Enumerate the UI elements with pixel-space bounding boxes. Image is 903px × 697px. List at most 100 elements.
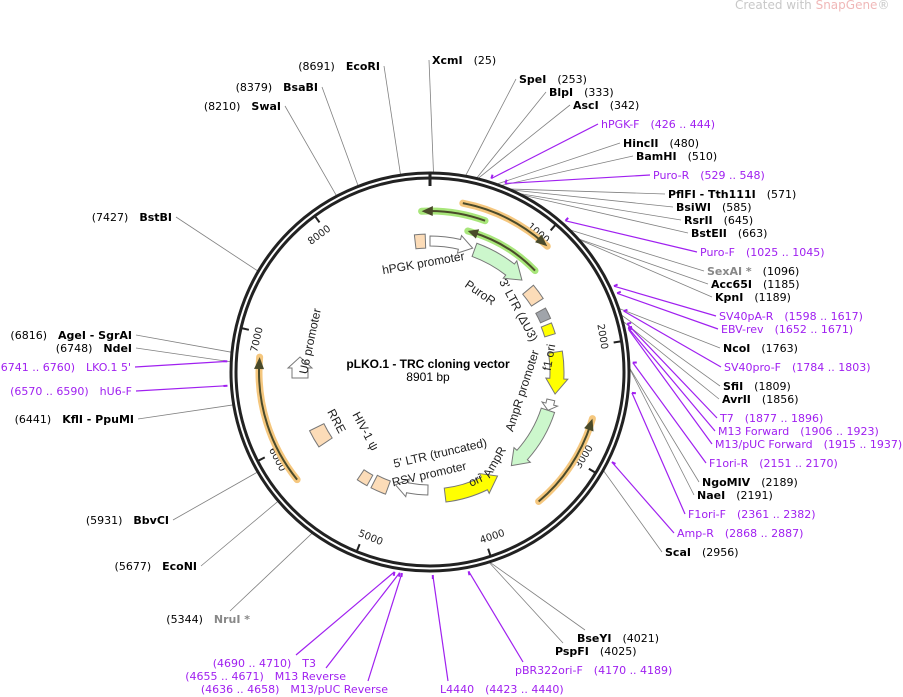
primer-label[interactable]: Puro-F (1025 .. 1045) bbox=[700, 246, 825, 259]
enzyme-site-label[interactable]: BseYI (4021) bbox=[577, 632, 659, 645]
leader-line bbox=[135, 347, 232, 363]
leader-line bbox=[464, 78, 517, 177]
leader-line bbox=[200, 500, 279, 567]
feature-label-ori[interactable]: ori bbox=[466, 471, 484, 489]
site-position: (6816) bbox=[10, 329, 47, 342]
site-position: (2361 .. 2382) bbox=[737, 508, 816, 521]
orange-arc-3 bbox=[258, 362, 298, 481]
feature-label-psi[interactable]: HIV-1 ψ bbox=[350, 409, 382, 453]
site-position: (480) bbox=[670, 137, 700, 150]
primer-label[interactable]: F1ori-F (2361 .. 2382) bbox=[688, 508, 816, 521]
feature-label-f1ori[interactable]: f1 ori bbox=[540, 343, 558, 372]
puror-arrow[interactable] bbox=[471, 242, 523, 281]
ori-arrow[interactable] bbox=[443, 472, 499, 503]
site-name: M13 Reverse bbox=[275, 670, 346, 683]
site-position: (7427) bbox=[92, 211, 129, 224]
enzyme-site-label[interactable]: ScaI (2956) bbox=[665, 546, 739, 559]
enzyme-site-label[interactable]: PflFI - Tth111I (571) bbox=[668, 188, 796, 201]
primer-mark-icon bbox=[627, 325, 633, 329]
primer-label[interactable]: (4636 .. 4658) M13/pUC Reverse bbox=[201, 683, 388, 696]
ltr3-box[interactable] bbox=[521, 284, 544, 307]
enzyme-site-label[interactable]: SpeI (253) bbox=[519, 73, 587, 86]
leader-line bbox=[623, 310, 722, 368]
green-arc-2 bbox=[472, 231, 536, 272]
enzyme-site-label[interactable]: SexAI * (1096) bbox=[707, 265, 799, 278]
orange-arc-2-arrowhead-icon bbox=[584, 418, 594, 432]
enzyme-site-label[interactable]: (7427) BstBI bbox=[92, 211, 172, 224]
enzyme-site-label[interactable]: (5344) NruI * bbox=[166, 613, 250, 626]
leader-line bbox=[229, 532, 313, 612]
enzyme-site-label[interactable]: (5931) BbvCI bbox=[86, 514, 169, 527]
tick-mark bbox=[257, 456, 266, 462]
enzyme-site-label[interactable]: RsrII (645) bbox=[684, 214, 753, 227]
site-name: XcmI bbox=[432, 54, 463, 67]
site-name: SV40pA-R bbox=[719, 310, 774, 323]
enzyme-site-label[interactable]: BsiWI (585) bbox=[676, 201, 752, 214]
rre-box[interactable] bbox=[308, 423, 333, 448]
enzyme-site-label[interactable]: NgoMIV (2189) bbox=[702, 476, 798, 489]
primer-label[interactable]: T7 (1877 .. 1896) bbox=[719, 412, 823, 425]
feature-label-u6[interactable]: U6 promoter bbox=[296, 307, 324, 375]
primer-label[interactable]: SV40pro-F (1784 .. 1803) bbox=[724, 361, 871, 374]
enzyme-site-label[interactable]: XcmI (25) bbox=[432, 54, 496, 67]
leader-line bbox=[618, 307, 721, 349]
primer-label[interactable]: M13/pUC Forward (1915 .. 1937) bbox=[715, 438, 902, 451]
leader-line bbox=[626, 323, 718, 419]
primer-label[interactable]: EBV-rev (1652 .. 1671) bbox=[721, 323, 853, 336]
primer-label[interactable]: Puro-R (529 .. 548) bbox=[653, 169, 765, 182]
f1-ori-arrow[interactable] bbox=[544, 350, 569, 395]
enzyme-site-label[interactable]: (8379) BsaBI bbox=[236, 81, 318, 94]
feature-label-puror[interactable]: PuroR bbox=[462, 277, 498, 308]
enzyme-site-label[interactable]: HincII (480) bbox=[623, 137, 699, 150]
primer-label[interactable]: hPGK-F (426 .. 444) bbox=[601, 118, 715, 131]
ampr-promoter-arrow[interactable] bbox=[540, 398, 560, 411]
leader-line bbox=[517, 192, 682, 221]
primer-label[interactable]: Amp-R (2868 .. 2887) bbox=[677, 527, 803, 540]
primer-label[interactable]: M13 Forward (1906 .. 1923) bbox=[718, 425, 879, 438]
enzyme-site-label[interactable]: (8691) EcoRI bbox=[298, 60, 380, 73]
ltr3-gray-box[interactable] bbox=[535, 307, 552, 324]
primer-label[interactable]: (4690 .. 4710) T3 bbox=[213, 657, 316, 670]
primer-label[interactable]: F1ori-R (2151 .. 2170) bbox=[709, 457, 838, 470]
enzyme-site-label[interactable]: (8210) SwaI bbox=[204, 100, 281, 113]
enzyme-site-label[interactable]: (6816) AgeI - SgrAI bbox=[10, 329, 132, 342]
site-position: (426 .. 444) bbox=[650, 118, 715, 131]
site-position: (4170 .. 4189) bbox=[594, 664, 673, 677]
primer-mark-icon bbox=[504, 179, 508, 184]
ltr5-box[interactable] bbox=[370, 474, 391, 495]
site-position: (585) bbox=[722, 201, 752, 214]
hpgk-box[interactable] bbox=[413, 233, 427, 250]
enzyme-site-label[interactable]: AscI (342) bbox=[573, 99, 639, 112]
site-name: BstBI bbox=[139, 211, 172, 224]
tick-mark bbox=[313, 215, 321, 223]
primer-label[interactable]: (6741 .. 6760) LKO.1 5' bbox=[0, 361, 131, 374]
enzyme-site-label[interactable]: (6441) KflI - PpuMI bbox=[15, 413, 134, 426]
ltr3-yellow-box[interactable] bbox=[540, 322, 556, 338]
enzyme-site-label[interactable]: BamHI (510) bbox=[636, 150, 717, 163]
rsv-promoter-arrow[interactable] bbox=[394, 478, 429, 498]
psi-box[interactable] bbox=[356, 469, 374, 487]
tick-label: 5000 bbox=[357, 528, 385, 548]
primer-label[interactable]: pBR322ori-F (4170 .. 4189) bbox=[515, 664, 672, 677]
enzyme-site-label[interactable]: BstEII (663) bbox=[691, 227, 767, 240]
site-name: EcoRI bbox=[346, 60, 380, 73]
enzyme-site-label[interactable]: (6748) NdeI bbox=[56, 342, 132, 355]
feature-label-hpgk[interactable]: hPGK promoter bbox=[381, 249, 466, 277]
enzyme-site-label[interactable]: KpnI (1189) bbox=[715, 291, 791, 304]
primer-label[interactable]: (4655 .. 4671) M13 Reverse bbox=[185, 670, 346, 683]
enzyme-site-label[interactable]: AvrII (1856) bbox=[722, 393, 798, 406]
enzyme-site-label[interactable]: NaeI (2191) bbox=[697, 489, 773, 502]
primer-label[interactable]: (6570 .. 6590) hU6-F bbox=[10, 385, 132, 398]
enzyme-site-label[interactable]: PspFI (4025) bbox=[555, 645, 636, 658]
enzyme-site-label[interactable]: BlpI (333) bbox=[549, 86, 614, 99]
enzyme-site-label[interactable]: Acc65I (1185) bbox=[711, 278, 800, 291]
hpgk-promoter-arrow[interactable] bbox=[429, 234, 474, 254]
site-name: Puro-F bbox=[700, 246, 735, 259]
u6-promoter-arrow[interactable] bbox=[286, 356, 314, 379]
ampr-arrow[interactable] bbox=[510, 407, 556, 467]
primer-label[interactable]: L4440 (4423 .. 4440) bbox=[440, 683, 564, 696]
primer-label[interactable]: SV40pA-R (1598 .. 1617) bbox=[719, 310, 863, 323]
enzyme-site-label[interactable]: NcoI (1763) bbox=[723, 342, 798, 355]
enzyme-site-label[interactable]: (5677) EcoNI bbox=[115, 560, 197, 573]
enzyme-site-label[interactable]: SfiI (1809) bbox=[723, 380, 791, 393]
